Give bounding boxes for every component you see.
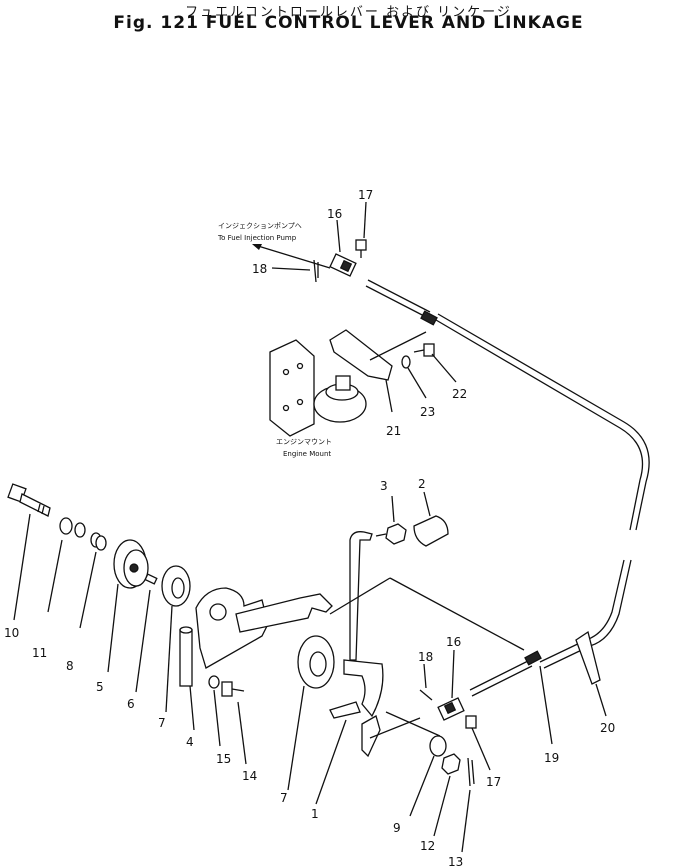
part-8-spring-washers	[74, 522, 107, 629]
part-2-knob	[413, 491, 449, 547]
callout-14: 14	[242, 769, 257, 783]
cable-lower-end	[469, 650, 553, 745]
callout-3: 3	[380, 479, 388, 493]
part-23-washer	[401, 355, 427, 399]
part-20-cable-clamp	[575, 630, 607, 717]
part-10-bolt	[7, 483, 51, 621]
callout-4: 4	[186, 735, 194, 749]
cable-upper-end	[365, 279, 438, 326]
callout-17-upper: 17	[358, 188, 373, 202]
callout-15: 15	[216, 752, 231, 766]
callout-10: 10	[4, 626, 19, 640]
pump-label: To Fuel Injection Pump	[217, 234, 297, 242]
assembly-guide-lines	[329, 577, 525, 739]
part-16-upper-clevis	[329, 253, 357, 277]
engine-mount	[269, 339, 367, 437]
part-5-pulley	[107, 539, 149, 673]
callout-16-lower: 16	[446, 635, 461, 649]
part-4-arm	[235, 593, 333, 633]
part-19-control-cable	[435, 313, 650, 669]
callout-16-upper: 16	[327, 207, 342, 221]
part-12-nut	[433, 753, 461, 837]
part-16-lower-clevis	[437, 649, 465, 721]
callout-20: 20	[600, 721, 615, 735]
part-18-upper-pin	[271, 259, 319, 283]
part-22-bolt	[413, 343, 457, 383]
pump-label-japanese: インジェクションポンプへ	[218, 222, 302, 230]
callout-8: 8	[66, 659, 74, 673]
callout-11: 11	[32, 646, 47, 660]
part-1-control-lever	[315, 531, 384, 805]
callout-2: 2	[418, 477, 426, 491]
callout-17-lower: 17	[486, 775, 501, 789]
callout-6: 6	[127, 697, 135, 711]
part-7-friction-disc-upper	[161, 565, 191, 713]
figure-title-japanese: フュエルコントロールレバー および リンケージ	[185, 5, 512, 20]
callout-21: 21	[386, 424, 401, 438]
part-18-lower-pin	[419, 663, 433, 701]
part-14-bolt	[221, 681, 247, 765]
part-7-friction-disc-lower	[287, 635, 335, 791]
callout-18-lower: 18	[418, 650, 433, 664]
part-3-nut	[375, 495, 407, 545]
part-21-bracket	[329, 329, 427, 413]
callout-7-upper: 7	[158, 716, 166, 730]
part-9-washer	[409, 735, 447, 817]
callout-5: 5	[96, 680, 104, 694]
part-6-pin	[135, 573, 158, 693]
part-17-upper-bolt	[355, 201, 367, 258]
part-17-lower-bolt	[465, 715, 491, 771]
part-15-washer	[208, 675, 221, 747]
callout-7-lower: 7	[280, 791, 288, 805]
callout-19: 19	[544, 751, 559, 765]
callout-23: 23	[420, 405, 435, 419]
callout-1: 1	[311, 807, 319, 821]
callout-9: 9	[393, 821, 401, 835]
part-11-washer	[47, 517, 73, 613]
figure-title: Fig. 121 FUEL CONTROL LEVER AND LINKAGE	[113, 13, 584, 33]
callout-18-upper: 18	[252, 262, 267, 276]
engine-mount-label: Engine Mount	[283, 450, 331, 458]
callout-13: 13	[448, 855, 463, 868]
callout-12: 12	[420, 839, 435, 853]
callout-22: 22	[452, 387, 467, 401]
part-13-cotter-pin	[461, 757, 475, 853]
engine-mount-label-japanese: エンジンマウント	[276, 438, 332, 446]
